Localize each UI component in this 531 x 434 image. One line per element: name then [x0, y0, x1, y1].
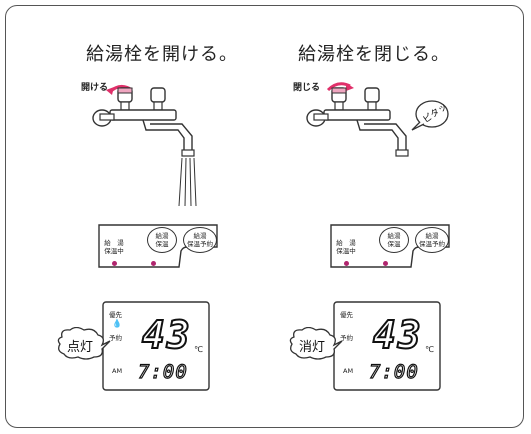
keep-warm-reserve-button[interactable]: 給湯 保温予約	[415, 227, 449, 253]
off-callout: 消灯	[288, 327, 344, 361]
close-faucet-column: 給湯栓を閉じる。 閉じる ピタッ 給 湯 保温中 給湯 保温 給湯 保温予約 優…	[270, 0, 510, 434]
button-led	[383, 261, 388, 266]
temperature-unit: ℃	[425, 345, 434, 354]
ampm-label: AM	[343, 367, 354, 375]
keep-warm-reserve-button[interactable]: 給湯 保温予約	[183, 227, 217, 253]
lit-label: 点灯	[66, 340, 93, 355]
clock-readout: 7:00	[368, 360, 419, 383]
hot-water-keep-warm-indicator-label: 給 湯 保温中	[336, 239, 356, 255]
remote-display-close: 優先 予約 43 ℃ AM 7:00	[333, 301, 441, 391]
clock-readout: 7:00	[137, 360, 188, 383]
remote-display-open: 優先 💧 予約 43 ℃ AM 7:00	[102, 301, 210, 391]
faucet-open-illustration	[92, 85, 197, 207]
open-title: 給湯栓を開ける。	[86, 44, 238, 65]
temperature-unit: ℃	[194, 345, 203, 354]
reserve-label: 予約	[340, 334, 353, 342]
keep-warm-button[interactable]: 給湯 保温	[379, 227, 409, 253]
reserve-label: 予約	[109, 334, 122, 342]
instruction-frame	[5, 5, 524, 428]
indicator-led	[344, 261, 349, 266]
indicator-led	[112, 261, 117, 266]
temperature-readout: 43	[372, 312, 423, 358]
temperature-readout: 43	[141, 312, 192, 358]
priority-label: 優先	[109, 311, 122, 319]
button-led	[151, 261, 156, 266]
hot-water-keep-warm-indicator-label: 給 湯 保温中	[104, 239, 124, 255]
lit-callout: 点灯	[56, 327, 112, 361]
close-action-label: 閉じる	[293, 83, 321, 93]
ampm-label: AM	[112, 367, 123, 375]
flame-icon: 💧	[112, 319, 122, 328]
faucet-close-illustration	[306, 82, 449, 157]
priority-label: 優先	[340, 311, 353, 319]
off-label: 消灯	[298, 340, 325, 355]
control-panel-close: 給 湯 保温中 給湯 保温 給湯 保温予約	[327, 221, 453, 271]
open-faucet-column: 給湯栓を開ける。 開ける 給 湯 保温中 給湯 保温 給湯 保温予約	[38, 0, 278, 434]
keep-warm-button[interactable]: 給湯 保温	[147, 227, 177, 253]
open-action-label: 開ける	[81, 83, 109, 93]
close-title: 給湯栓を閉じる。	[298, 44, 450, 65]
control-panel-open: 給 湯 保温中 給湯 保温 給湯 保温予約	[95, 221, 221, 271]
